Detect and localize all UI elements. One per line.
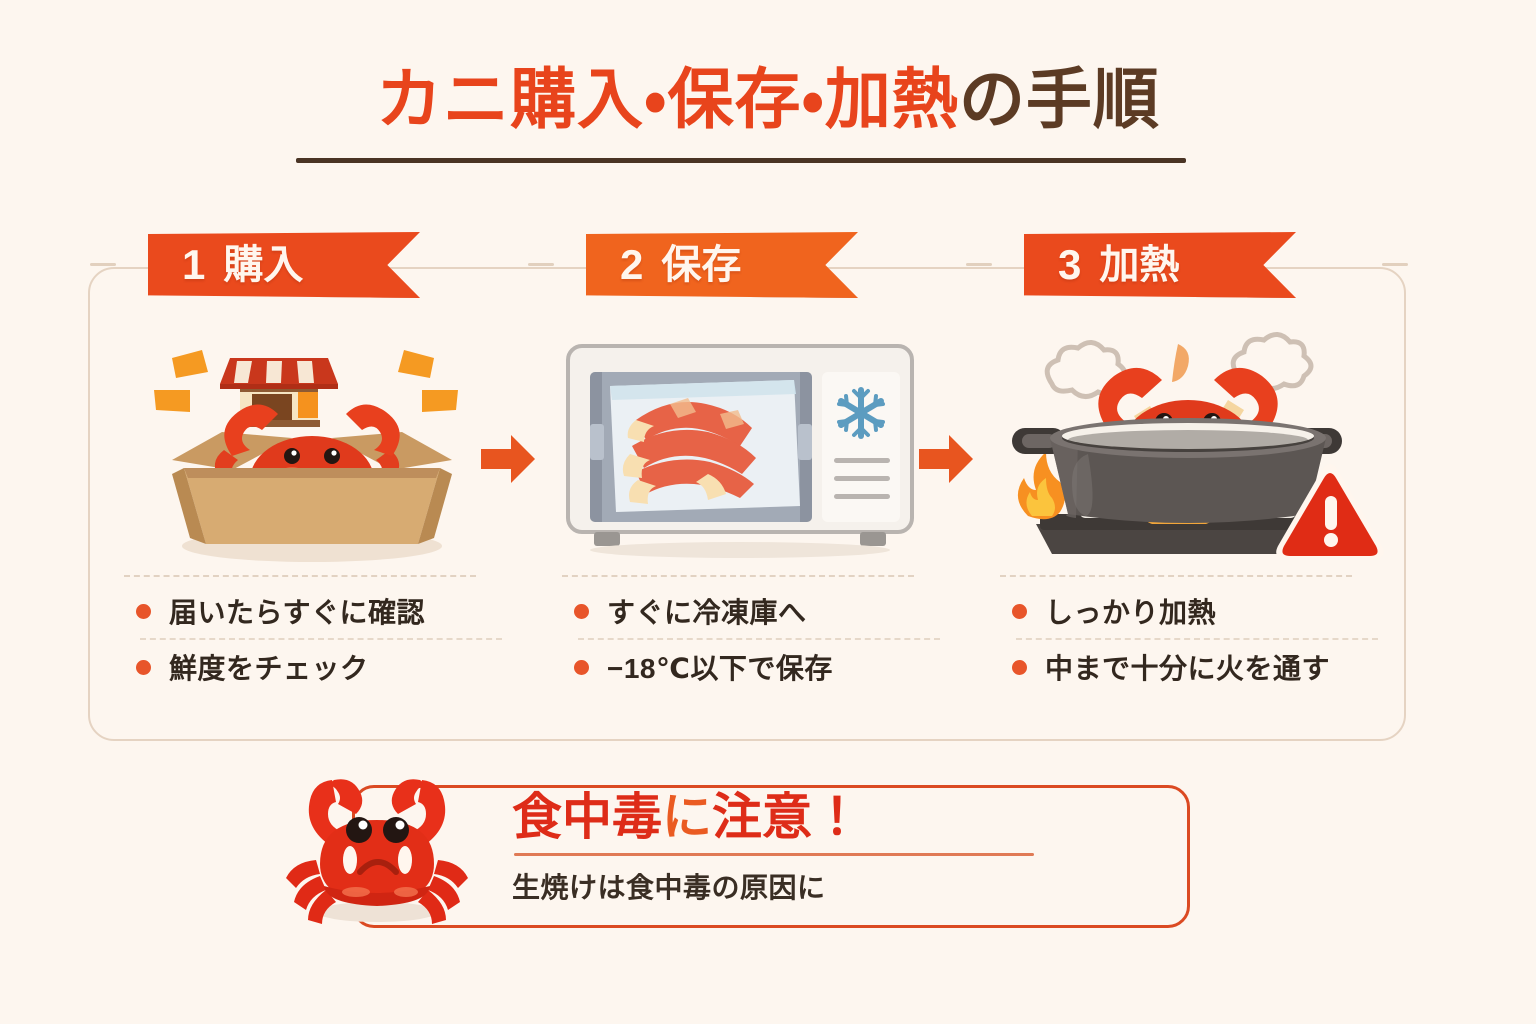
- step-label-2: 保存: [661, 243, 742, 287]
- snowflake-icon: [837, 387, 885, 439]
- illustration-divider-2: [562, 575, 914, 577]
- title-underline: [296, 158, 1186, 163]
- step-column-1: 1 購入: [112, 232, 512, 702]
- bullet-item: −18℃以下で保存: [574, 640, 944, 694]
- sparkle-icon-right: [398, 350, 458, 412]
- bullet-label: しっかり加熱: [1045, 597, 1217, 628]
- bullet-label: すぐに冷凍庫へ: [607, 597, 807, 628]
- step-bullets-1: 届いたらすぐに確認 鮮度をチェック: [136, 584, 506, 694]
- crab-in-box-illustration: [154, 350, 458, 562]
- footer-title-part-1: 食中毒: [512, 789, 662, 845]
- banner-tick-left-3: [966, 263, 992, 266]
- step-column-2: 2 保存: [550, 232, 950, 702]
- step-banner-3: 3 加熱: [1024, 232, 1296, 298]
- page-title-part-secondary: の手順: [958, 62, 1160, 136]
- illustration-divider-1: [124, 575, 476, 577]
- connector-arrow-1: [477, 428, 539, 490]
- footer-crab-mascot: [272, 768, 482, 938]
- bullet-item: 中まで十分に火を通す: [1012, 640, 1382, 694]
- step-illustration-3: [988, 328, 1388, 570]
- bullet-dot-icon: [1012, 659, 1027, 675]
- bullet-item: しっかり加熱: [1012, 584, 1382, 638]
- bullet-label: 届いたらすぐに確認: [169, 597, 425, 628]
- bullet-label: −18℃以下で保存: [607, 653, 833, 684]
- step-label-3: 加熱: [1099, 243, 1180, 287]
- bullet-label: 鮮度をチェック: [169, 653, 369, 684]
- banner-tick-left-1: [90, 263, 116, 266]
- arrow-right-icon: [481, 435, 535, 483]
- bullet-item: 届いたらすぐに確認: [136, 584, 506, 638]
- bullet-dot-icon: [136, 659, 151, 675]
- shop-icon: [220, 358, 338, 427]
- illustration-divider-3: [1000, 575, 1352, 577]
- page-title: カニ購入・保存・加熱の手順: [0, 66, 1536, 132]
- bullet-dot-icon: [136, 603, 151, 619]
- step-bullets-3: しっかり加熱 中まで十分に火を通す: [1012, 584, 1382, 694]
- step-illustration-1: [112, 328, 512, 570]
- banner-tick-left-2: [528, 263, 554, 266]
- warning-triangle-icon: [1276, 464, 1384, 558]
- crab-legs-bag: [610, 380, 800, 512]
- flame-icon: [1017, 452, 1065, 520]
- footer-subtitle: 生焼けは食中毒の原因に: [512, 872, 826, 903]
- footer-title: 食中毒に注意！: [512, 790, 1172, 845]
- footer-underline: [514, 853, 1034, 856]
- arrow-right-icon: [919, 435, 973, 483]
- step-number-3: 3: [1058, 241, 1082, 288]
- bullet-label: 中まで十分に火を通す: [1045, 653, 1331, 684]
- sparkle-icon-left: [154, 350, 208, 412]
- step-bullets-2: すぐに冷凍庫へ −18℃以下で保存: [574, 584, 944, 694]
- step-number-1: 1: [182, 241, 206, 288]
- bullet-divider: [578, 638, 940, 640]
- sad-crab-icon: [286, 779, 468, 924]
- page-title-text: カニ購入・保存・加熱の手順: [376, 66, 1160, 132]
- bullet-dot-icon: [574, 603, 589, 619]
- bullet-dot-icon: [1012, 603, 1027, 619]
- connector-arrow-2: [915, 428, 977, 490]
- freezer-with-crab-illustration: [566, 344, 914, 558]
- step-banner-1: 1 購入: [148, 232, 420, 298]
- step-column-3: 3 加熱: [988, 232, 1388, 702]
- control-lines: [834, 458, 890, 499]
- banner-tick-right-3: [1382, 263, 1408, 266]
- page-title-part-primary: カニ購入・保存・加熱: [376, 62, 959, 136]
- step-label-1: 購入: [223, 243, 304, 287]
- bullet-divider: [1016, 638, 1378, 640]
- step-illustration-2: [550, 328, 950, 570]
- footer-title-part-3: 注意！: [712, 789, 862, 845]
- bullet-item: すぐに冷凍庫へ: [574, 584, 944, 638]
- crab-in-pot-illustration: [1012, 332, 1384, 558]
- bullet-divider: [140, 638, 502, 640]
- bullet-item: 鮮度をチェック: [136, 640, 506, 694]
- footer-title-part-2: に: [662, 789, 712, 845]
- step-number-2: 2: [620, 241, 644, 288]
- bullet-dot-icon: [574, 659, 589, 675]
- step-banner-2: 2 保存: [586, 232, 858, 298]
- footer-text-block: 食中毒に注意！ 生焼けは食中毒の原因に: [512, 790, 1172, 906]
- steam-wisp-icon: [1172, 344, 1189, 382]
